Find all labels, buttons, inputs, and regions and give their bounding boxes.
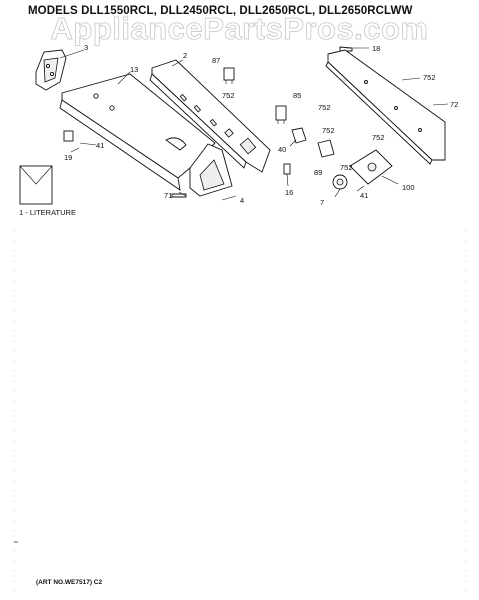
callout-87: 87: [212, 56, 220, 65]
part-87-switch: [223, 67, 235, 84]
callout-18: 18: [372, 44, 380, 53]
callout-100: 100: [402, 183, 415, 192]
callout-40: 40: [278, 145, 286, 154]
scan-marks: [13, 230, 467, 600]
callout-13: 13: [130, 65, 138, 74]
callout-7: 7: [320, 198, 324, 207]
part-4-endcap-right: [189, 143, 233, 197]
callout-752-a: 752: [222, 91, 235, 100]
art-number: (ART NO.WE7517) C2: [36, 579, 103, 586]
callout-89: 89: [314, 168, 322, 177]
part-19-clip: [63, 130, 74, 142]
models-title: MODELS DLL1550RCL, DLL2450RCL, DLL2650RC…: [28, 5, 413, 17]
callout-2: 2: [183, 51, 187, 60]
callout-752-d: 752: [372, 133, 385, 142]
callout-752-c: 752: [423, 73, 436, 82]
part-3-endcap-left: [35, 49, 67, 91]
part-85-switch: [275, 105, 287, 124]
callout-752-e: 752: [340, 163, 353, 172]
callout-16: 16: [285, 188, 293, 197]
part-100-timer: [349, 149, 393, 185]
literature-envelope: [19, 165, 53, 205]
part-72-rear-support: [325, 49, 446, 165]
callout-labels: 2 3 4 7 13 16 18 19 40 41 41 71 72 85 87…: [64, 43, 458, 207]
literature-label: 1 - LITERATURE: [19, 208, 76, 217]
callout-752-f: 752: [322, 126, 335, 135]
leader-lines: [59, 47, 449, 201]
part-16-screw: [283, 163, 291, 175]
callout-41-right: 41: [360, 191, 368, 200]
callout-85: 85: [293, 91, 301, 100]
callout-41-left: 41: [96, 141, 104, 150]
part-7-knob: [332, 174, 348, 190]
part-40-switch: [291, 127, 307, 144]
callout-3: 3: [84, 43, 88, 52]
part-89-selector: [317, 139, 335, 158]
callout-19: 19: [64, 153, 72, 162]
callout-752-b: 752: [318, 103, 331, 112]
callout-72: 72: [450, 100, 458, 109]
part-2-backsplash: [149, 59, 271, 173]
callout-71: 71: [164, 191, 172, 200]
part-71-screw: [171, 193, 187, 198]
callout-4: 4: [240, 196, 244, 205]
